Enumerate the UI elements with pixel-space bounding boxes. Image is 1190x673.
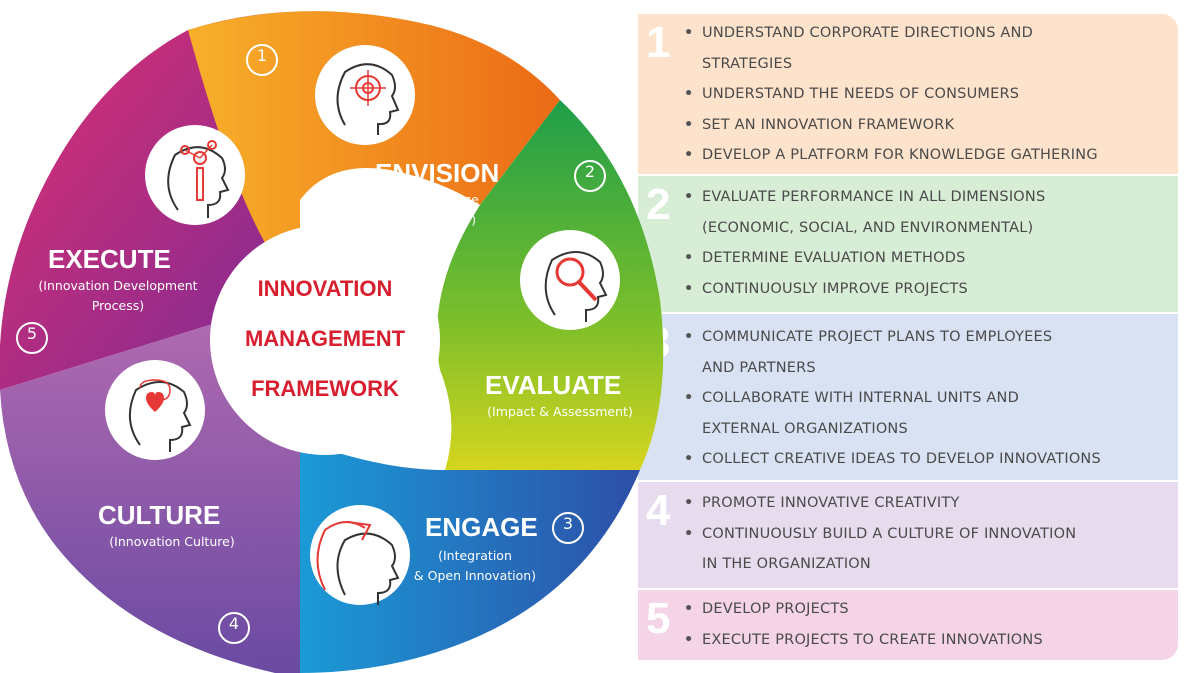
step-number: 5 — [646, 594, 671, 643]
center-circle — [210, 225, 440, 455]
step-band-5: 5 DEVELOP PROJECTS EXECUTE PROJECTS TO C… — [638, 590, 1178, 660]
list-item: IN THE ORGANIZATION — [702, 556, 871, 572]
execute-number-badge: 5 — [16, 322, 48, 354]
step-list: DEVELOP PROJECTS EXECUTE PROJECTS TO CRE… — [682, 594, 1172, 655]
list-item: DEVELOP PROJECTS — [682, 594, 1172, 625]
execute-subtitle: (Innovation Development Process) — [38, 278, 198, 313]
engage-number-badge: 3 — [552, 512, 584, 544]
list-item: AND PARTNERS — [702, 359, 816, 376]
step-list: PROMOTE INNOVATIVE CREATIVITY CONTINUOUS… — [682, 488, 1172, 580]
step-band-4: 4 PROMOTE INNOVATIVE CREATIVITY CONTINUO… — [638, 482, 1178, 588]
target-head-icon — [315, 45, 415, 145]
culture-subtitle: (Innovation Culture) — [109, 534, 235, 549]
list-item: EXTERNAL ORGANIZATIONS — [702, 420, 908, 437]
evaluate-number-badge: 2 — [574, 160, 606, 192]
list-item: COMMUNICATE PROJECT PLANS TO EMPLOYEES — [682, 322, 1172, 353]
list-item: STRATEGIES — [702, 55, 793, 72]
list-item: UNDERSTAND CORPORATE DIRECTIONS AND — [682, 18, 1172, 49]
engage-segment — [300, 440, 640, 673]
list-item: PROMOTE INNOVATIVE CREATIVITY — [682, 488, 1172, 519]
envision-segment — [188, 11, 560, 286]
list-item: EXECUTE PROJECTS TO CREATE INNOVATIONS — [682, 625, 1172, 656]
culture-number-badge: 4 — [218, 612, 250, 644]
step-number: 4 — [646, 486, 671, 535]
step-band-1: 1 UNDERSTAND CORPORATE DIRECTIONS AND ST… — [638, 14, 1178, 174]
list-item: DETERMINE EVALUATION METHODS — [682, 243, 1172, 274]
center-title-line-2: MANAGEMENT — [244, 326, 406, 351]
step-number: 2 — [646, 180, 671, 229]
list-item: COLLABORATE WITH INTERNAL UNITS AND — [682, 383, 1172, 414]
culture-title: CULTURE — [98, 500, 221, 530]
center-title-line-1: INNOVATION — [257, 276, 393, 301]
arrow-heads-icon — [310, 505, 410, 605]
list-item: EVALUATE PERFORMANCE IN ALL DIMENSIONS — [682, 182, 1172, 213]
engage-title: ENGAGE — [425, 512, 538, 542]
execute-title: EXECUTE — [48, 244, 171, 274]
framework-wheel — [0, 11, 664, 673]
list-item: (ECONOMIC, SOCIAL, AND ENVIRONMENTAL) — [702, 219, 1034, 236]
center-title-line-3: FRAMEWORK — [251, 376, 399, 401]
list-item: DEVELOP A PLATFORM FOR KNOWLEDGE GATHERI… — [682, 140, 1172, 171]
evaluate-subtitle: (Impact & Assessment) — [487, 404, 633, 419]
step-number: 1 — [646, 18, 671, 67]
step-list: EVALUATE PERFORMANCE IN ALL DIMENSIONS (… — [682, 182, 1172, 304]
list-item: SET AN INNOVATION FRAMEWORK — [682, 110, 1172, 141]
heart-head-icon — [105, 360, 205, 460]
list-item: CONTINUOUSLY BUILD A CULTURE OF INNOVATI… — [682, 519, 1172, 550]
envision-number-badge: 1 — [246, 44, 278, 76]
list-item: UNDERSTAND THE NEEDS OF CONSUMERS — [682, 79, 1172, 110]
step-list: UNDERSTAND CORPORATE DIRECTIONS AND STRA… — [682, 18, 1172, 171]
magnifier-head-icon — [520, 230, 620, 330]
list-item: CONTINUOUSLY IMPROVE PROJECTS — [682, 274, 1172, 305]
culture-segment — [0, 318, 300, 673]
step-list: COMMUNICATE PROJECT PLANS TO EMPLOYEES A… — [682, 322, 1172, 475]
envision-subtitle: (Intelligence & Strategy) — [401, 192, 479, 227]
list-item: COLLECT CREATIVE IDEAS TO DEVELOP INNOVA… — [682, 444, 1172, 475]
network-head-icon — [145, 125, 245, 225]
step-band-3: 3 COMMUNICATE PROJECT PLANS TO EMPLOYEES… — [638, 314, 1178, 480]
envision-title: ENVISION — [375, 158, 500, 188]
engage-subtitle: (Integration & Open Innovation) — [413, 548, 537, 583]
evaluate-title: EVALUATE — [485, 370, 622, 400]
step-band-2: 2 EVALUATE PERFORMANCE IN ALL DIMENSIONS… — [638, 176, 1178, 312]
